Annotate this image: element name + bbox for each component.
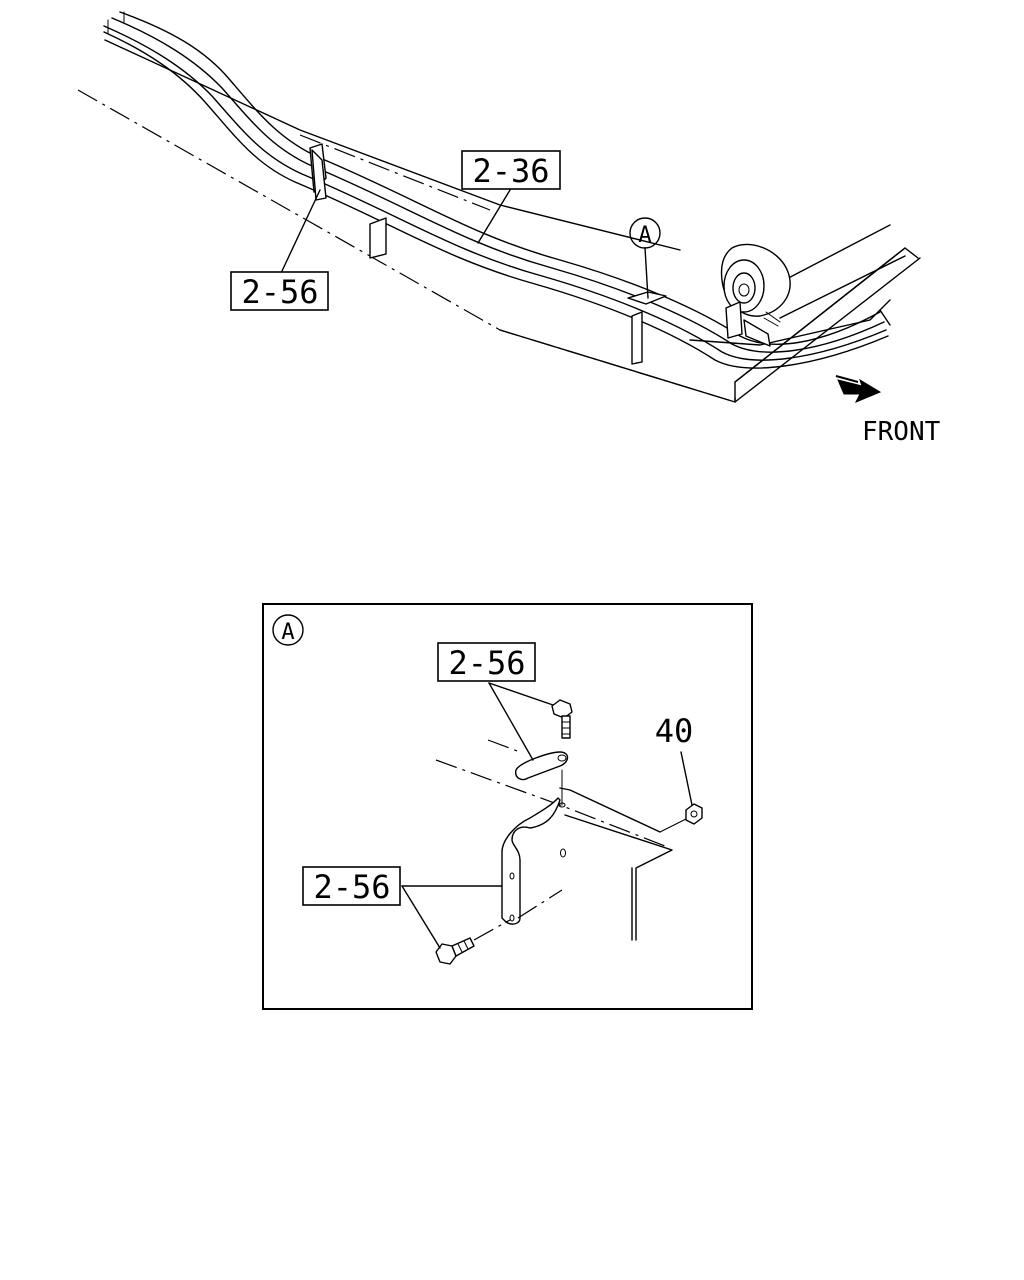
callout-2-56-lower-label: 2-56 [313,868,390,906]
nut-icon [685,803,703,825]
frame-rail [77,39,921,403]
detail-a-marker: A [272,614,304,646]
brake-pipes [103,11,889,369]
callout-2-56-top: 2-56 [230,271,329,311]
mounting-bracket [501,769,566,925]
front-label: FRONT [862,417,941,447]
callout-2-56-lower: 2-56 [302,866,401,906]
pipe-clip-rear [309,143,387,259]
callout-40-label: 40 [655,712,694,750]
detail-a-marker-label: A [281,620,294,645]
detail-frame-plate [435,739,689,941]
detail-marker-a: A [629,217,661,249]
detail-marker-a-label: A [638,223,651,248]
callout-2-56-upper: 2-56 [437,642,536,682]
callout-2-36-label: 2-36 [472,152,549,190]
front-arrow-icon [835,375,882,403]
callout-2-36: 2-36 [461,150,561,190]
detail-a-frame [262,603,753,1010]
pipe-clip-front [627,291,667,365]
callout-2-56-upper-label: 2-56 [448,644,525,682]
callout-2-56-top-label: 2-56 [241,273,318,311]
bushing-bracket [720,243,791,347]
lower-bolt-icon [435,937,475,965]
upper-bolt-icon [551,699,573,739]
pipe-clip [514,751,569,781]
